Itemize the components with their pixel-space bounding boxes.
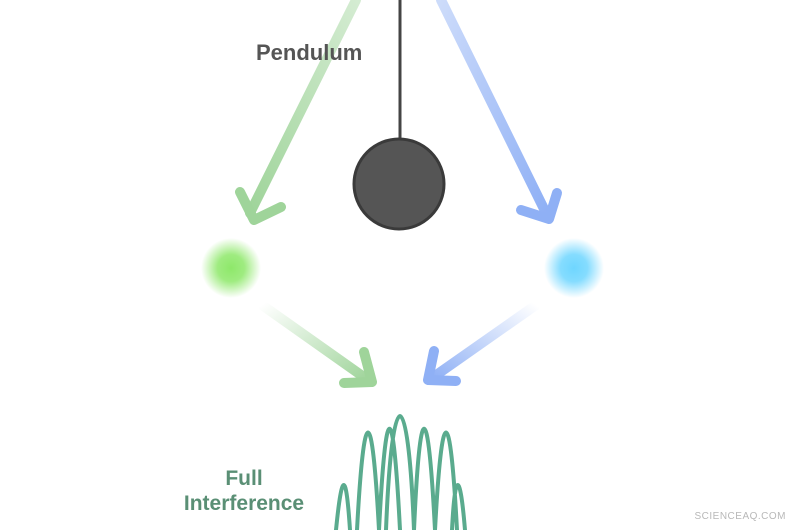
- watermark: SCIENCEAQ.COM: [694, 511, 786, 522]
- pendulum-bob: [352, 137, 446, 231]
- green-path-arrow-in: [235, 0, 361, 225]
- blue-path-arrow-out: [423, 300, 541, 386]
- pendulum-label: Pendulum: [256, 40, 363, 65]
- blue-path-arrow-in: [436, 0, 562, 224]
- interference-wave: [334, 414, 467, 530]
- blue-particle: [544, 238, 604, 298]
- green-path-arrow-out: [257, 300, 377, 388]
- full-interference-label: Full Interference: [183, 467, 305, 516]
- green-particle: [201, 238, 261, 298]
